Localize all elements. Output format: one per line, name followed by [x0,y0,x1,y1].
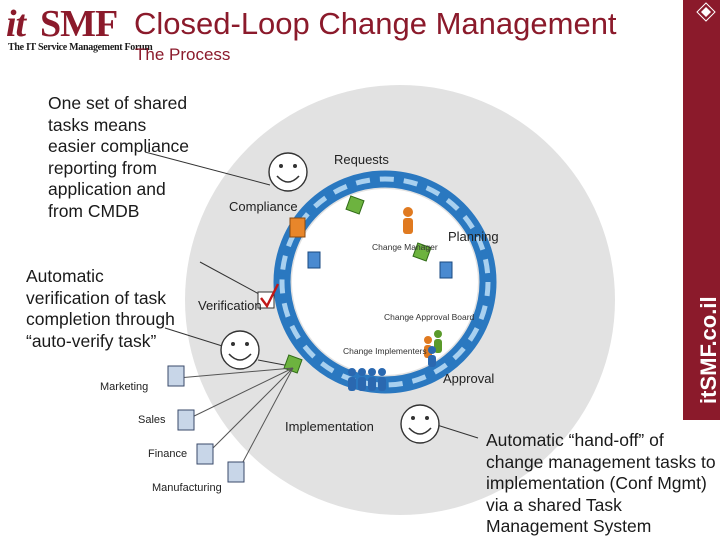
stage-verification: Verification [198,298,262,313]
smiley-middle-icon [220,330,260,370]
role-change-manager: Change Manager [372,242,438,252]
note-auto-verify: Automatic verification of task completio… [26,266,175,351]
logo-it: it [6,3,26,45]
computer-icon [167,365,245,483]
stage-compliance: Compliance [229,199,298,214]
approval-board-people-icon [424,330,442,367]
callout-line-top [144,151,271,186]
role-change-approval-board: Change Approval Board [384,312,475,322]
smiley-top-icon [268,152,308,192]
note-shared-tasks: One set of shared tasks means easier com… [48,93,190,221]
stage-planning: Planning [448,229,499,244]
dept-marketing: Marketing [100,381,148,393]
logo-tagline: The IT Service Management Forum [8,42,153,53]
checkmark-icon [257,283,280,309]
dept-sales: Sales [138,414,166,426]
stage-implementation: Implementation [285,419,374,434]
dept-finance: Finance [148,448,187,460]
smiley-bottom-icon [400,404,440,444]
department-connectors [177,367,294,476]
stage-requests: Requests [334,152,389,167]
logo-smf: SMF [40,3,118,45]
dept-manufacturing: Manufacturing [152,482,222,494]
stage-approval: Approval [443,371,494,386]
role-change-implementers: Change Implementers [343,346,427,356]
callout-line-bottom [436,424,479,439]
document-icon [289,217,453,279]
note-hand-off: Automatic “hand-off” of change managemen… [486,430,716,537]
diamond-logo-icon [696,2,716,22]
side-brand-bar [683,0,720,420]
page-subtitle: The Process [135,45,231,64]
change-manager-person-icon [403,207,413,234]
change-implementers-people-icon [348,368,386,391]
process-ring-highlight [279,176,491,388]
page-title: Closed-Loop Change Management [134,6,617,41]
inner-white-area [292,189,478,375]
